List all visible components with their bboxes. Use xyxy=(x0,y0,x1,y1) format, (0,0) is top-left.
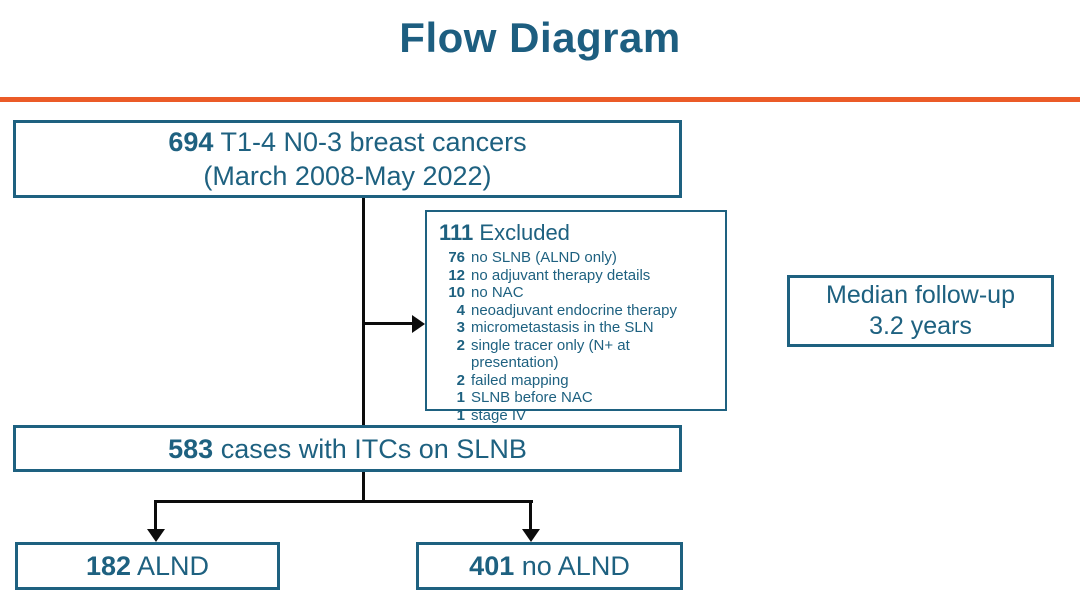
itc-count: 583 xyxy=(168,433,214,464)
excluded-item-text: no adjuvant therapy details xyxy=(471,266,651,284)
followup-line1: Median follow-up xyxy=(826,281,1015,309)
connector-branch-right xyxy=(529,500,532,531)
excluded-item-count: 76 xyxy=(448,249,465,266)
excluded-item-text: no NAC xyxy=(471,284,524,301)
excluded-item-count: 1 xyxy=(456,406,465,424)
alnd-box: 182 ALND xyxy=(15,542,280,590)
followup-line2: 3.2 years xyxy=(869,312,972,340)
cohort-line2: (March 2008-May 2022) xyxy=(203,161,492,191)
connector-cohort-to-itc xyxy=(362,198,365,425)
excluded-item-count: 10 xyxy=(448,284,465,301)
excluded-header: 111 Excluded xyxy=(439,220,715,246)
title-divider-rule xyxy=(0,97,1080,102)
excluded-item-text: no SLNB (ALND only) xyxy=(471,249,617,266)
no-alnd-count: 401 xyxy=(469,551,515,581)
alnd-line: 182 ALND xyxy=(86,549,209,583)
cohort-description: T1-4 N0-3 breast cancers xyxy=(220,127,527,157)
excluded-item-count: 4 xyxy=(456,301,465,319)
connector-branch-left xyxy=(154,500,157,531)
excluded-item-text: neoadjuvant endocrine therapy xyxy=(471,301,677,319)
alnd-count: 182 xyxy=(85,551,131,581)
arrowhead-alnd-icon xyxy=(146,529,165,542)
excluded-label: Excluded xyxy=(479,220,570,245)
excluded-item-count: 2 xyxy=(456,371,465,389)
itc-description: cases with ITCs on SLNB xyxy=(220,433,527,464)
excluded-item-text: single tracer only (N+ at presentation) xyxy=(471,336,630,372)
itc-box: 583 cases with ITCs on SLNB xyxy=(13,425,682,472)
followup-box: Median follow-up 3.2 years xyxy=(787,275,1054,347)
no-alnd-description: no ALND xyxy=(521,551,630,581)
arrowhead-no-alnd-icon xyxy=(521,529,540,542)
excluded-item-text: micrometastasis in the SLN xyxy=(471,319,654,336)
page-title: Flow Diagram xyxy=(399,14,681,61)
excluded-item-count: 1 xyxy=(456,389,465,406)
excluded-item-text: stage IV xyxy=(471,406,527,424)
alnd-description: ALND xyxy=(137,551,210,581)
no-alnd-box: 401 no ALND xyxy=(416,542,683,590)
arrowhead-excluded-icon xyxy=(412,314,425,333)
excluded-count: 111 xyxy=(439,220,474,245)
excluded-item-text: SLNB before NAC xyxy=(471,389,593,406)
excluded-item-count: 12 xyxy=(448,266,465,284)
connector-branch-horizontal xyxy=(155,500,533,503)
cohort-line1: 694 T1-4 N0-3 breast cancers xyxy=(168,125,526,159)
excluded-item-text: failed mapping xyxy=(471,371,569,389)
cohort-count: 694 xyxy=(168,127,214,157)
excluded-item-count: 3 xyxy=(456,319,465,336)
connector-to-excluded xyxy=(362,322,413,325)
no-alnd-line: 401 no ALND xyxy=(469,549,630,583)
cohort-box: 694 T1-4 N0-3 breast cancers (March 2008… xyxy=(13,120,682,198)
excluded-item-count: 2 xyxy=(456,336,465,354)
connector-itc-down xyxy=(362,472,365,503)
itc-line: 583 cases with ITCs on SLNB xyxy=(168,432,527,466)
